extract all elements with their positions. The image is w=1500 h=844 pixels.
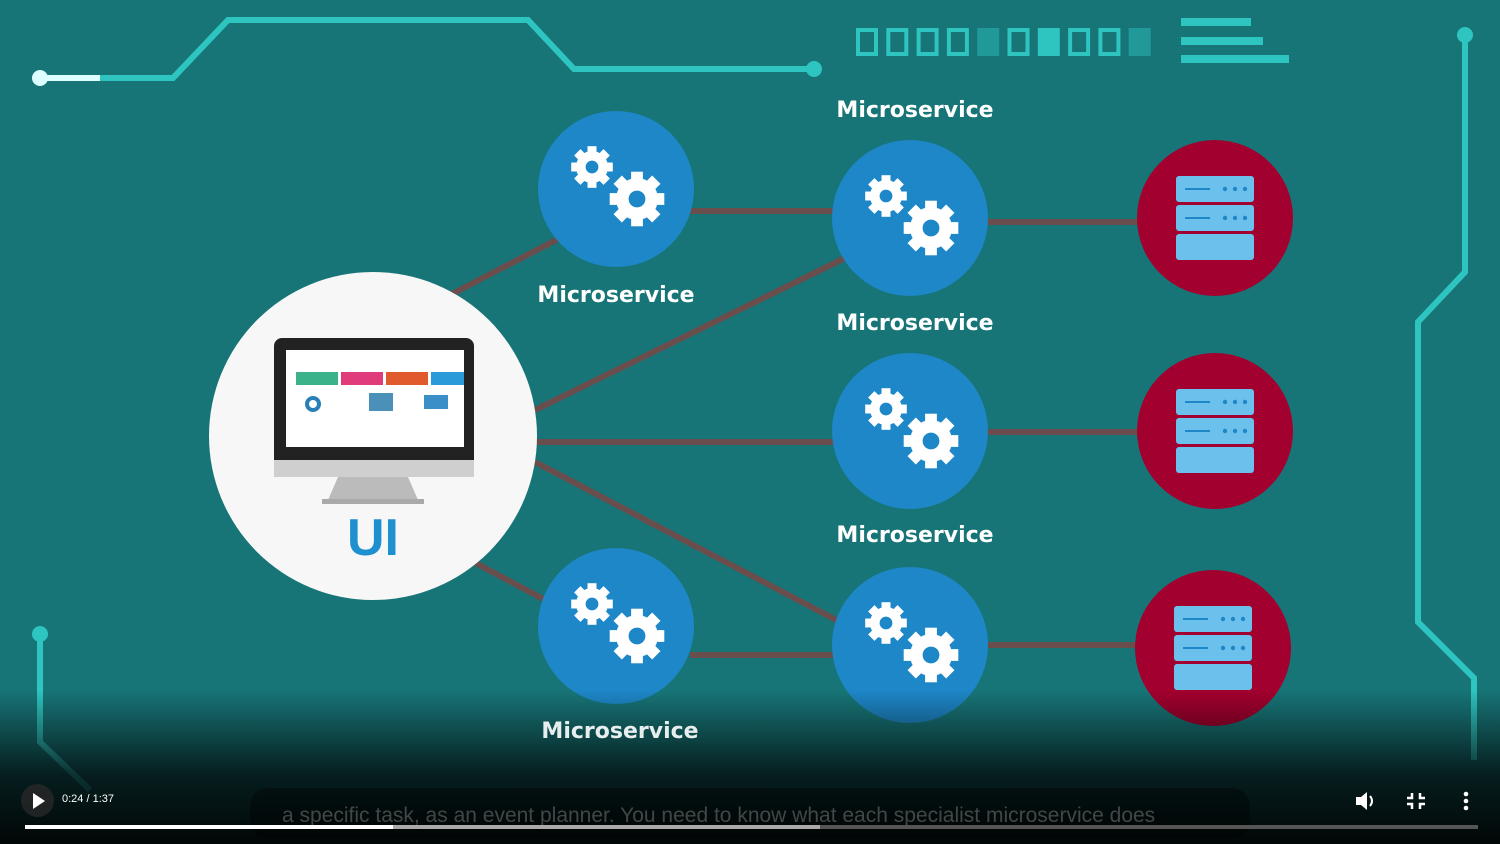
caption-text: a specific task, as an event planner. Yo… [282, 804, 1156, 827]
gears-icon [865, 175, 959, 256]
microservice-label: Microservice [836, 311, 994, 336]
played-bar [25, 825, 393, 829]
gears-icon [865, 602, 959, 683]
microservice-label: Microservice [836, 98, 994, 123]
time-display: 0:24 / 1:37 [62, 793, 114, 805]
gears-icon [571, 146, 665, 227]
microservice-node [832, 567, 988, 723]
buffered-bar [25, 825, 820, 829]
bars-decoration [1181, 18, 1289, 63]
microservice-label: Microservice [537, 283, 695, 308]
volume-button[interactable] [1353, 788, 1379, 814]
microservice-label: Microservice [541, 719, 699, 744]
connection-lines [448, 208, 1140, 658]
server-icon [1176, 176, 1254, 260]
controls-gradient [0, 690, 1500, 844]
play-button[interactable] [21, 784, 54, 817]
server-icon [1174, 606, 1252, 690]
more-options-button[interactable] [1453, 788, 1479, 814]
database-node [1137, 353, 1293, 509]
exit-fullscreen-icon [1407, 793, 1425, 809]
square-decoration [856, 28, 1151, 56]
server-icon [1176, 389, 1254, 473]
microservice-node [538, 111, 694, 267]
ui-label: UI [347, 509, 399, 567]
caption-box: a specific task, as an event planner. Yo… [250, 788, 1250, 838]
gears-icon [571, 583, 665, 664]
database-node [1135, 570, 1291, 726]
more-vert-icon [1463, 791, 1469, 811]
microservice-node [832, 353, 988, 509]
microservice-node [832, 140, 988, 296]
monitor-icon [274, 338, 474, 504]
microservice-label: Microservice [836, 523, 994, 548]
progress-bar[interactable] [25, 825, 1478, 829]
gears-icon [865, 388, 959, 469]
microservice-node [538, 548, 694, 704]
database-node [1137, 140, 1293, 296]
volume-icon [1356, 792, 1373, 810]
exit-fullscreen-button[interactable] [1403, 788, 1429, 814]
